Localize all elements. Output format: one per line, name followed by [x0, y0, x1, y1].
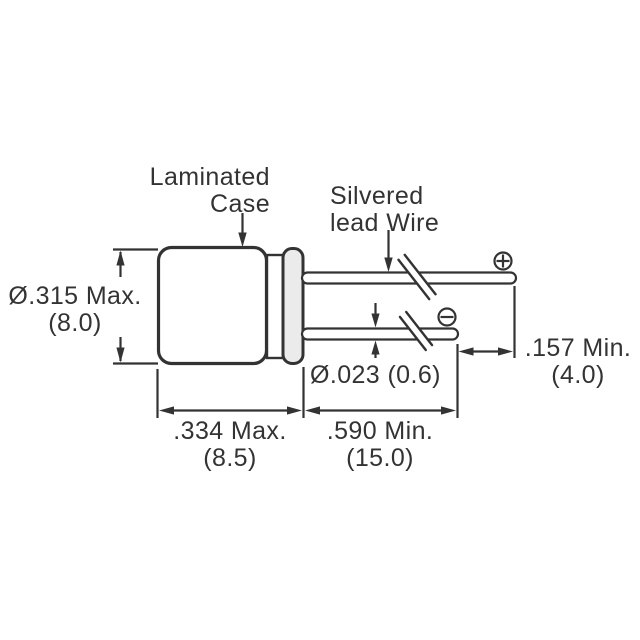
- dim-text-lead-end-offset: .157 Min. (4.0): [515, 335, 640, 389]
- dim-text-lead-length: .590 Min. (15.0): [302, 418, 458, 472]
- case-callout-arrow: [238, 213, 247, 247]
- lead-wire-callout-arrow: [384, 230, 393, 272]
- label-laminated-case-line1: Laminated: [149, 163, 270, 191]
- label-laminated-case-line2: Case: [210, 190, 270, 218]
- dim-text-lead-length-metric: (15.0): [346, 444, 414, 472]
- lead-end-offset-dimension: [456, 286, 516, 418]
- dim-text-body-length: .334 Max. (8.5): [156, 418, 304, 472]
- body-length-dimension: [156, 367, 305, 418]
- negative-lead-break-icon: [398, 310, 434, 352]
- lead-diameter-dimension: [371, 303, 380, 358]
- label-silvered-lead-wire-line1: Silvered: [330, 182, 424, 210]
- dim-text-body-diameter: Ø.315 Max. (8.0): [0, 283, 153, 337]
- body-diameter-dimension: [113, 248, 158, 365]
- case-crimp-groove: [265, 253, 285, 360]
- case-end-seal: [281, 247, 305, 365]
- capacitor-body: [156, 245, 269, 366]
- dim-text-body-diameter-imperial: Ø.315 Max.: [8, 282, 142, 310]
- lead-length-dimension: [305, 406, 456, 415]
- dim-text-lead-end-offset-imperial: .157 Min.: [524, 334, 632, 362]
- dim-text-lead-diameter: Ø.023 (0.6): [310, 361, 441, 389]
- dim-text-body-diameter-metric: (8.0): [48, 309, 102, 337]
- positive-polarity-icon: [493, 251, 513, 271]
- dim-text-lead-length-imperial: .590 Min.: [326, 417, 434, 445]
- negative-lead: [300, 327, 460, 341]
- label-silvered-lead-wire-line2: lead Wire: [330, 209, 440, 237]
- dim-text-lead-end-offset-metric: (4.0): [551, 361, 605, 389]
- negative-polarity-icon: [437, 307, 457, 327]
- label-laminated-case: Laminated Case: [118, 164, 270, 218]
- label-silvered-lead-wire: Silvered lead Wire: [330, 183, 439, 237]
- dim-text-body-length-imperial: .334 Max.: [173, 417, 287, 445]
- dim-text-body-length-metric: (8.5): [203, 444, 257, 472]
- positive-lead-break-icon: [397, 253, 437, 301]
